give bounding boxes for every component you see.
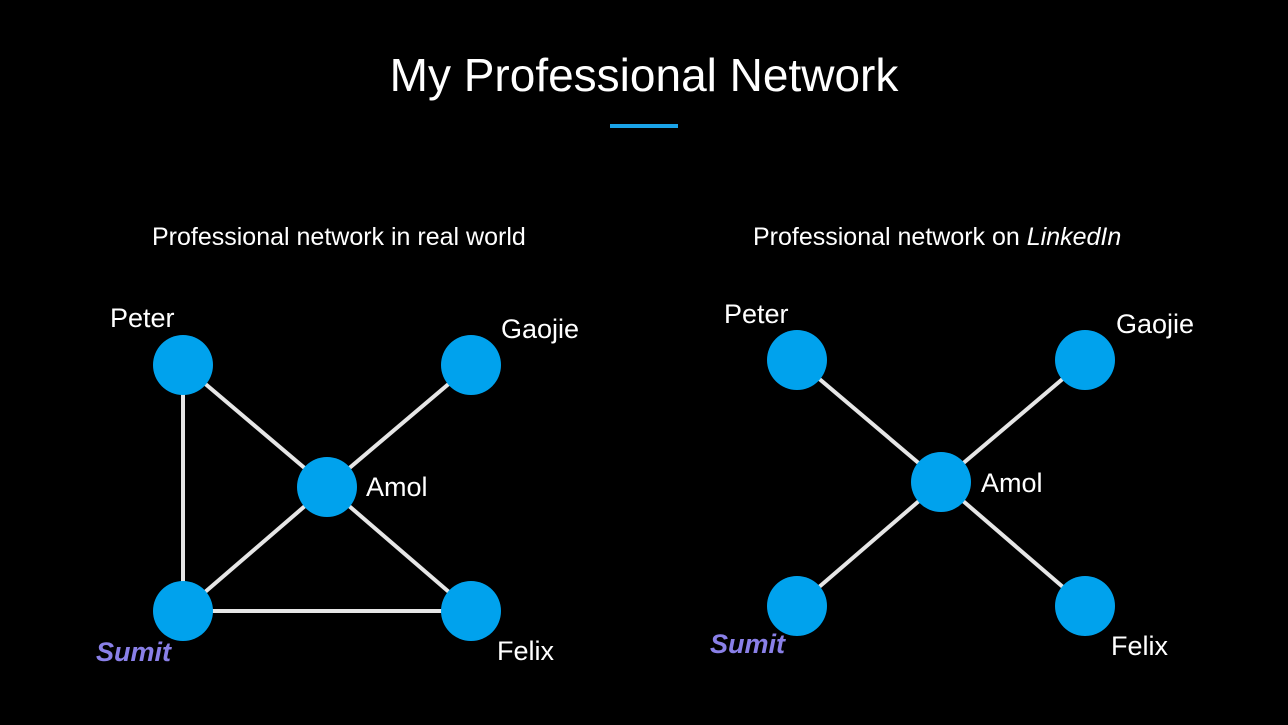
right-node-label-peter: Peter xyxy=(724,299,789,329)
right-node-label-felix: Felix xyxy=(1111,631,1169,661)
left-node-label-sumit: Sumit xyxy=(96,637,172,667)
right-node-felix xyxy=(1055,576,1115,636)
right-node-label-gaojie: Gaojie xyxy=(1116,309,1194,339)
page-title: My Professional Network xyxy=(389,49,899,101)
left-node-label-peter: Peter xyxy=(110,303,175,333)
right-edge-gaojie-amol xyxy=(939,358,1087,484)
right-node-peter xyxy=(767,330,827,390)
right-node-label-amol: Amol xyxy=(981,468,1043,498)
right-subtitle-prefix: Professional network on xyxy=(753,223,1027,251)
right-edge-amol-felix xyxy=(939,480,1087,608)
right-panel-subtitle: Professional network on LinkedIn xyxy=(753,221,1121,253)
left-edge-gaojie-amol xyxy=(325,363,473,489)
right-node-sumit xyxy=(767,576,827,636)
title-underline xyxy=(610,124,678,128)
right-edge-amol-sumit xyxy=(795,480,943,608)
left-node-peter xyxy=(153,335,213,395)
right-node-label-sumit: Sumit xyxy=(710,629,786,659)
left-node-label-amol: Amol xyxy=(366,472,428,502)
left-node-felix xyxy=(441,581,501,641)
right-subtitle-emphasis: LinkedIn xyxy=(1026,223,1122,251)
left-node-sumit xyxy=(153,581,213,641)
left-node-label-felix: Felix xyxy=(497,636,555,666)
left-node-label-gaojie: Gaojie xyxy=(501,314,579,344)
left-edge-amol-sumit xyxy=(181,485,329,613)
left-edge-peter-amol xyxy=(181,363,329,489)
left-node-amol xyxy=(297,457,357,517)
left-panel-subtitle: Professional network in real world xyxy=(152,223,526,251)
right-edge-peter-amol xyxy=(795,358,943,484)
left-edge-amol-felix xyxy=(325,485,473,613)
right-node-gaojie xyxy=(1055,330,1115,390)
left-node-gaojie xyxy=(441,335,501,395)
right-node-amol xyxy=(911,452,971,512)
